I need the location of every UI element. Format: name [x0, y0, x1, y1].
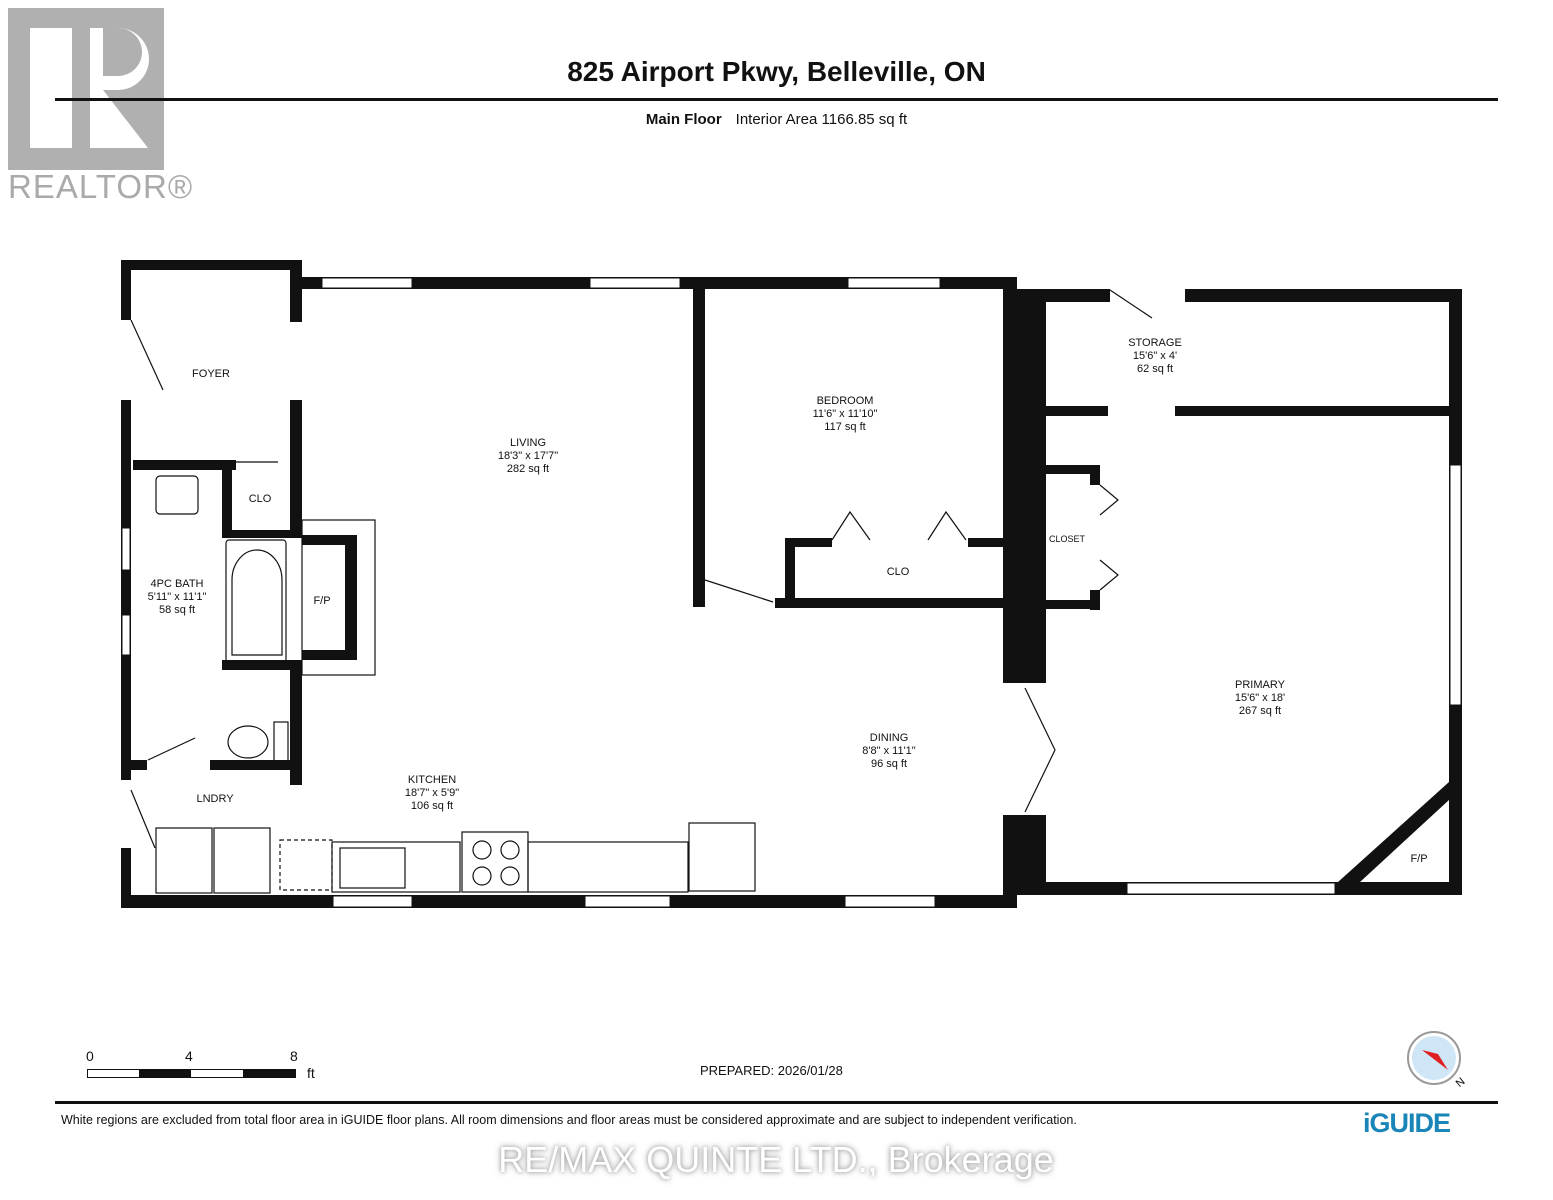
room-name: KITCHEN [407, 774, 457, 786]
disclaimer: White regions are excluded from total fl… [61, 1113, 1077, 1127]
fixtures [130, 289, 1153, 894]
room-dims: 11'6" x 11'10" [812, 408, 878, 420]
room-clo-bedroom: CLO [887, 566, 910, 579]
room-fireplace-primary: F/P [1410, 853, 1427, 866]
interior-area: Interior Area 1166.85 sq ft [735, 111, 908, 128]
walls [121, 260, 1462, 908]
scale-bar: 0 4 8 ft [86, 1048, 326, 1088]
room-area: 282 sq ft [506, 463, 550, 475]
room-name: PRIMARY [1235, 679, 1285, 691]
room-foyer: FOYER [192, 368, 230, 381]
room-area: 96 sq ft [870, 758, 908, 770]
room-laundry: LNDRY [196, 793, 233, 806]
scale-tick: 8 [290, 1048, 298, 1064]
page-title: 825 Airport Pkwy, Belleville, ON [567, 56, 986, 87]
room-name: F/P [1410, 853, 1428, 865]
room-closet: CLOSET [1049, 533, 1085, 546]
room-name: LNDRY [196, 793, 234, 805]
room-name: DINING [869, 732, 909, 744]
room-area: 58 sq ft [158, 604, 196, 616]
divider [55, 1101, 1498, 1104]
compass-label: N [1454, 1076, 1468, 1090]
realtor-logo [8, 8, 164, 170]
room-dims: 18'7" x 5'9" [404, 787, 460, 799]
room-name: STORAGE [1128, 337, 1182, 349]
room-dims: 15'6" x 4' [1132, 350, 1178, 362]
floor-name: Main Floor [645, 111, 722, 128]
room-name: CLOSET [1048, 534, 1086, 544]
room-name: F/P [313, 595, 331, 607]
room-area: 117 sq ft [824, 421, 866, 433]
compass-icon: N [1402, 1030, 1472, 1095]
room-name: BEDROOM [816, 395, 874, 407]
room-clo: CLO [249, 493, 272, 506]
room-dims: 5'11" x 11'1" [147, 591, 207, 603]
scale-tick: 0 [86, 1048, 94, 1064]
windows [121, 277, 1462, 908]
prepared-date: PREPARED: 2026/01/28 [700, 1063, 843, 1078]
divider [55, 98, 1498, 101]
room-dims: 18'3" x 17'7" [497, 450, 559, 462]
room-dims: 8'8" x 11'1" [862, 745, 916, 757]
room-area: 267 sq ft [1238, 705, 1282, 717]
room-dims: 15'6" x 18' [1234, 692, 1286, 704]
room-area: 106 sq ft [410, 800, 454, 812]
room-name: CLO [886, 566, 910, 578]
brokerage-watermark: RE/MAX QUINTE LTD., Brokerage [498, 1139, 1054, 1180]
scale-unit: ft [307, 1065, 315, 1081]
room-area: 62 sq ft [1136, 363, 1174, 375]
floor-plan [121, 260, 1462, 908]
room-fireplace: F/P [313, 595, 330, 608]
room-name: CLO [248, 493, 272, 505]
room-name: FOYER [192, 368, 230, 380]
room-name: LIVING [509, 437, 547, 449]
room-name: 4PC BATH [150, 578, 204, 590]
iguide-logo: iGUIDE [1363, 1108, 1451, 1138]
realtor-logo-text: REALTOR® [8, 168, 194, 205]
scale-tick: 4 [185, 1048, 193, 1064]
floor-summary: Main Floor Interior Area 1166.85 sq ft [0, 111, 1553, 128]
